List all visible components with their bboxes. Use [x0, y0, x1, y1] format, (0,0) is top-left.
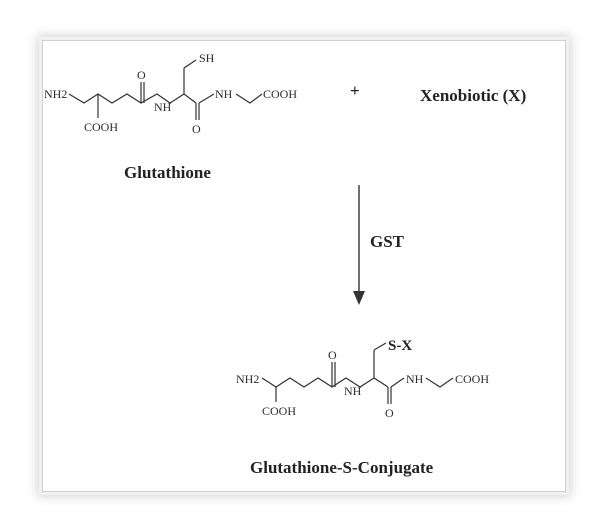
glutathione-amide-bond: [198, 93, 215, 104]
conjugate-amine-label: NH2: [236, 372, 259, 386]
glutathione-cys-side-2: [183, 59, 197, 69]
conjugate-carboxyl-label: COOH: [262, 404, 296, 418]
plus-sign: +: [350, 81, 360, 100]
reaction-arrow: [353, 185, 365, 305]
conjugate-amide-n2-label: NH: [406, 372, 424, 386]
conjugate-carbonyl-o-label: O: [328, 348, 337, 362]
conjugate-backbone: [261, 377, 389, 388]
glutathione-carboxyl-end-label: COOH: [263, 87, 297, 101]
conjugate-amide-n-label: NH: [344, 384, 362, 398]
conjugate-glycine-bond: [425, 377, 454, 388]
glutathione-amide-n-label: NH: [154, 100, 172, 114]
xenobiotic-label: Xenobiotic (X): [420, 86, 526, 105]
glutathione-glycine-bond: [235, 93, 263, 104]
enzyme-label: GST: [370, 232, 405, 251]
conjugate-side-2: [373, 342, 387, 351]
glutathione-carboxyl-label: COOH: [84, 120, 118, 134]
conjugate-carbonyl-o2-label: O: [385, 406, 394, 420]
conjugate-structure: NH2 COOH O NH S-X O NH COOH: [236, 338, 489, 420]
glutathione-amine-label: NH2: [44, 87, 67, 101]
conjugate-carboxyl-end-label: COOH: [455, 372, 489, 386]
conjugate-name: Glutathione-S-Conjugate: [250, 458, 434, 477]
glutathione-amide-n2-label: NH: [215, 87, 233, 101]
glutathione-name: Glutathione: [124, 163, 211, 182]
glutathione-structure: NH2 COOH O NH SH O NH COOH: [44, 51, 297, 136]
arrow-head: [353, 291, 365, 305]
glutathione-backbone: [68, 93, 197, 104]
glutathione-carbonyl-o-label: O: [137, 68, 146, 82]
conjugate-thioether-label: S-X: [388, 338, 412, 354]
diagram-frame: [42, 40, 566, 492]
glutathione-thiol-label: SH: [199, 51, 215, 65]
glutathione-carbonyl-o2-label: O: [192, 122, 201, 136]
conjugate-amide-bond: [390, 377, 405, 388]
